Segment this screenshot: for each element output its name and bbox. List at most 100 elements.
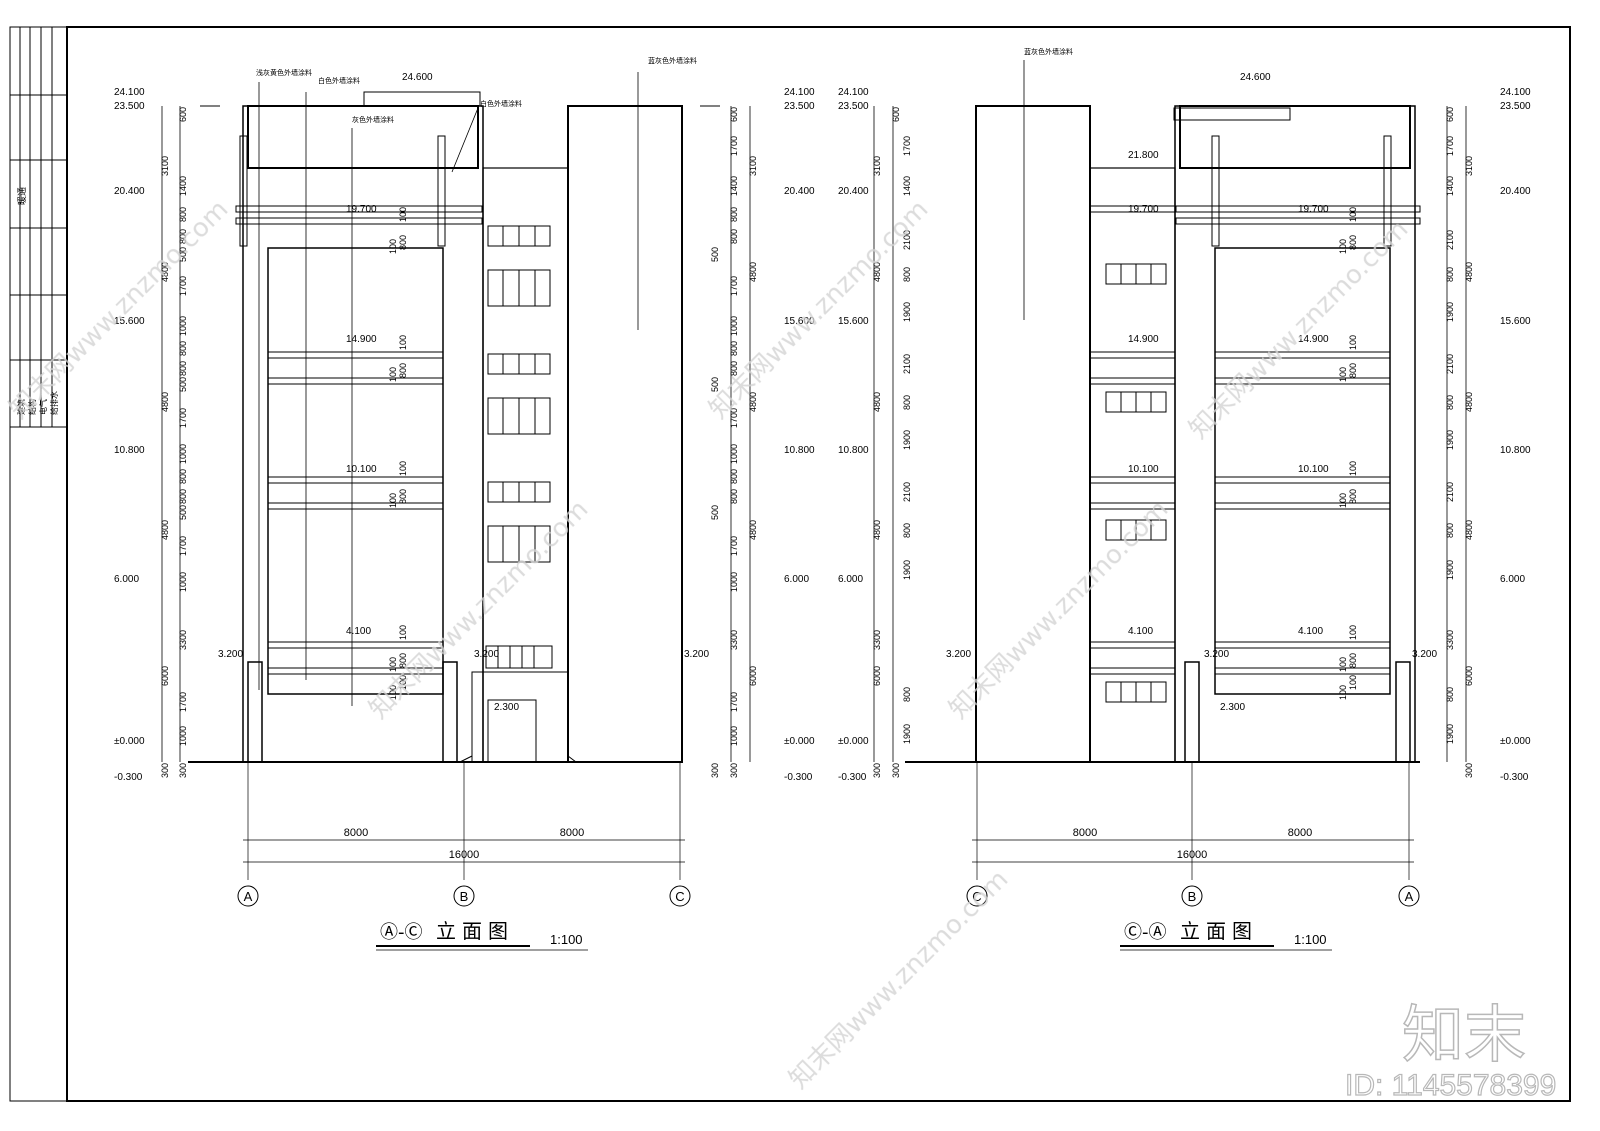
- svg-text:1900: 1900: [902, 430, 912, 450]
- level-label: ±0.000: [838, 736, 869, 747]
- svg-text:600: 600: [891, 107, 901, 122]
- svg-text:4800: 4800: [872, 392, 882, 412]
- elevation-title: 立面图: [1180, 919, 1258, 943]
- level-label: 10.800: [1500, 445, 1531, 456]
- svg-text:4800: 4800: [160, 262, 170, 282]
- level-label: 2.300: [494, 702, 519, 713]
- window-group: [485, 225, 553, 669]
- level-label: 3.200: [1204, 649, 1229, 660]
- dims-mid: 100 100 800 100 100 800 100 100 800 100 …: [388, 207, 408, 700]
- level-label: 10.100: [1298, 464, 1329, 475]
- svg-text:2100: 2100: [902, 354, 912, 374]
- level-label: 20.400: [784, 186, 815, 197]
- svg-text:800: 800: [1445, 523, 1455, 538]
- svg-text:100: 100: [1338, 685, 1348, 700]
- svg-text:1900: 1900: [902, 724, 912, 744]
- level-label: 24.100: [784, 87, 815, 98]
- axis-label-a: A: [244, 889, 253, 904]
- level-label: 21.800: [1128, 150, 1159, 161]
- svg-text:4800: 4800: [872, 520, 882, 540]
- svg-text:800: 800: [1348, 489, 1358, 504]
- svg-text:100: 100: [1338, 657, 1348, 672]
- level-label: ±0.000: [784, 736, 815, 747]
- level-label: 4.100: [346, 626, 371, 637]
- dim-bay-2: 8000: [560, 827, 584, 839]
- svg-text:800: 800: [398, 653, 408, 668]
- level-label: 3.200: [218, 649, 243, 660]
- dim-total: 16000: [1177, 849, 1208, 861]
- dims-right: 600 1700 3100 1400 2100 4800 800 1900 21…: [1445, 107, 1474, 778]
- level-label: 10.100: [346, 464, 377, 475]
- level-label: 14.900: [346, 334, 377, 345]
- svg-text:3100: 3100: [160, 156, 170, 176]
- level-label: 6.000: [114, 574, 139, 585]
- elevation-scale: 1:100: [1294, 932, 1327, 947]
- svg-text:1000: 1000: [729, 316, 739, 336]
- dim-total: 16000: [449, 849, 480, 861]
- elevation-c-a: C B A 8000 8000 16000 Ⓒ-Ⓐ 立面图 1:100 蓝灰色外…: [838, 47, 1531, 951]
- note-1: 浅灰黄色外墙涂料: [256, 68, 312, 77]
- svg-text:1900: 1900: [1445, 430, 1455, 450]
- title-block-arch: 建筑: [16, 399, 26, 415]
- svg-text:500: 500: [178, 247, 188, 262]
- svg-text:6000: 6000: [872, 666, 882, 686]
- svg-text:800: 800: [729, 341, 739, 356]
- svg-text:600: 600: [178, 107, 188, 122]
- svg-text:800: 800: [729, 469, 739, 484]
- svg-text:1700: 1700: [178, 276, 188, 296]
- svg-text:800: 800: [902, 523, 912, 538]
- note-5: 蓝灰色外墙涂料: [648, 56, 697, 65]
- svg-text:2100: 2100: [902, 482, 912, 502]
- level-label: 15.600: [838, 316, 869, 327]
- svg-text:100: 100: [388, 239, 398, 254]
- id-label: ID: 1145578399: [1345, 1069, 1556, 1102]
- svg-text:6000: 6000: [748, 666, 758, 686]
- title-block: 暖通 建筑 结构 电气 给排水: [9, 26, 68, 428]
- level-label: 23.500: [838, 101, 869, 112]
- level-label: ±0.000: [114, 736, 145, 747]
- title-block-hvac: 暖通: [16, 187, 28, 205]
- svg-text:4800: 4800: [748, 392, 758, 412]
- axis-label-b: B: [460, 889, 469, 904]
- svg-text:4800: 4800: [1464, 520, 1474, 540]
- svg-text:3300: 3300: [729, 630, 739, 650]
- level-label: 6.000: [784, 574, 809, 585]
- svg-text:3100: 3100: [872, 156, 882, 176]
- svg-text:1400: 1400: [729, 176, 739, 196]
- svg-text:800: 800: [1348, 235, 1358, 250]
- level-label: 24.100: [1500, 87, 1531, 98]
- level-label: 24.100: [838, 87, 869, 98]
- level-label: ±0.000: [1500, 736, 1531, 747]
- svg-text:1700: 1700: [729, 536, 739, 556]
- level-label: 14.900: [1128, 334, 1159, 345]
- svg-text:1700: 1700: [178, 408, 188, 428]
- note-2: 白色外墙涂料: [318, 76, 360, 85]
- svg-text:100: 100: [1348, 675, 1358, 690]
- dims-mid: 100 100 800 100 100 800 100 100 800 100 …: [1338, 207, 1358, 700]
- watermark: 知末网www.znzmo.com: [4, 194, 235, 425]
- svg-text:300: 300: [710, 763, 720, 778]
- svg-text:100: 100: [388, 367, 398, 382]
- level-label: 3.200: [684, 649, 709, 660]
- svg-text:800: 800: [729, 207, 739, 222]
- svg-text:1000: 1000: [729, 444, 739, 464]
- svg-text:100: 100: [1348, 335, 1358, 350]
- svg-text:100: 100: [398, 675, 408, 690]
- axis-label-a: A: [1405, 889, 1414, 904]
- svg-text:800: 800: [729, 361, 739, 376]
- dims-left: 600 3100 1400 800 800 4800 500 1700 1000…: [160, 107, 188, 778]
- svg-text:800: 800: [178, 361, 188, 376]
- svg-text:800: 800: [178, 489, 188, 504]
- svg-text:800: 800: [729, 229, 739, 244]
- svg-text:100: 100: [1338, 493, 1348, 508]
- svg-text:4800: 4800: [748, 520, 758, 540]
- svg-text:800: 800: [902, 395, 912, 410]
- svg-text:500: 500: [710, 505, 720, 520]
- watermark: 知末网www.znzmo.com: [1184, 214, 1415, 445]
- svg-text:1900: 1900: [1445, 560, 1455, 580]
- svg-text:2100: 2100: [1445, 354, 1455, 374]
- svg-text:800: 800: [178, 341, 188, 356]
- elevation-a-c: A B C 8000 8000 16000 Ⓐ-Ⓒ 立面图 1:100 浅灰黄色…: [114, 56, 815, 951]
- level-label: 3.200: [474, 649, 499, 660]
- svg-text:1700: 1700: [729, 692, 739, 712]
